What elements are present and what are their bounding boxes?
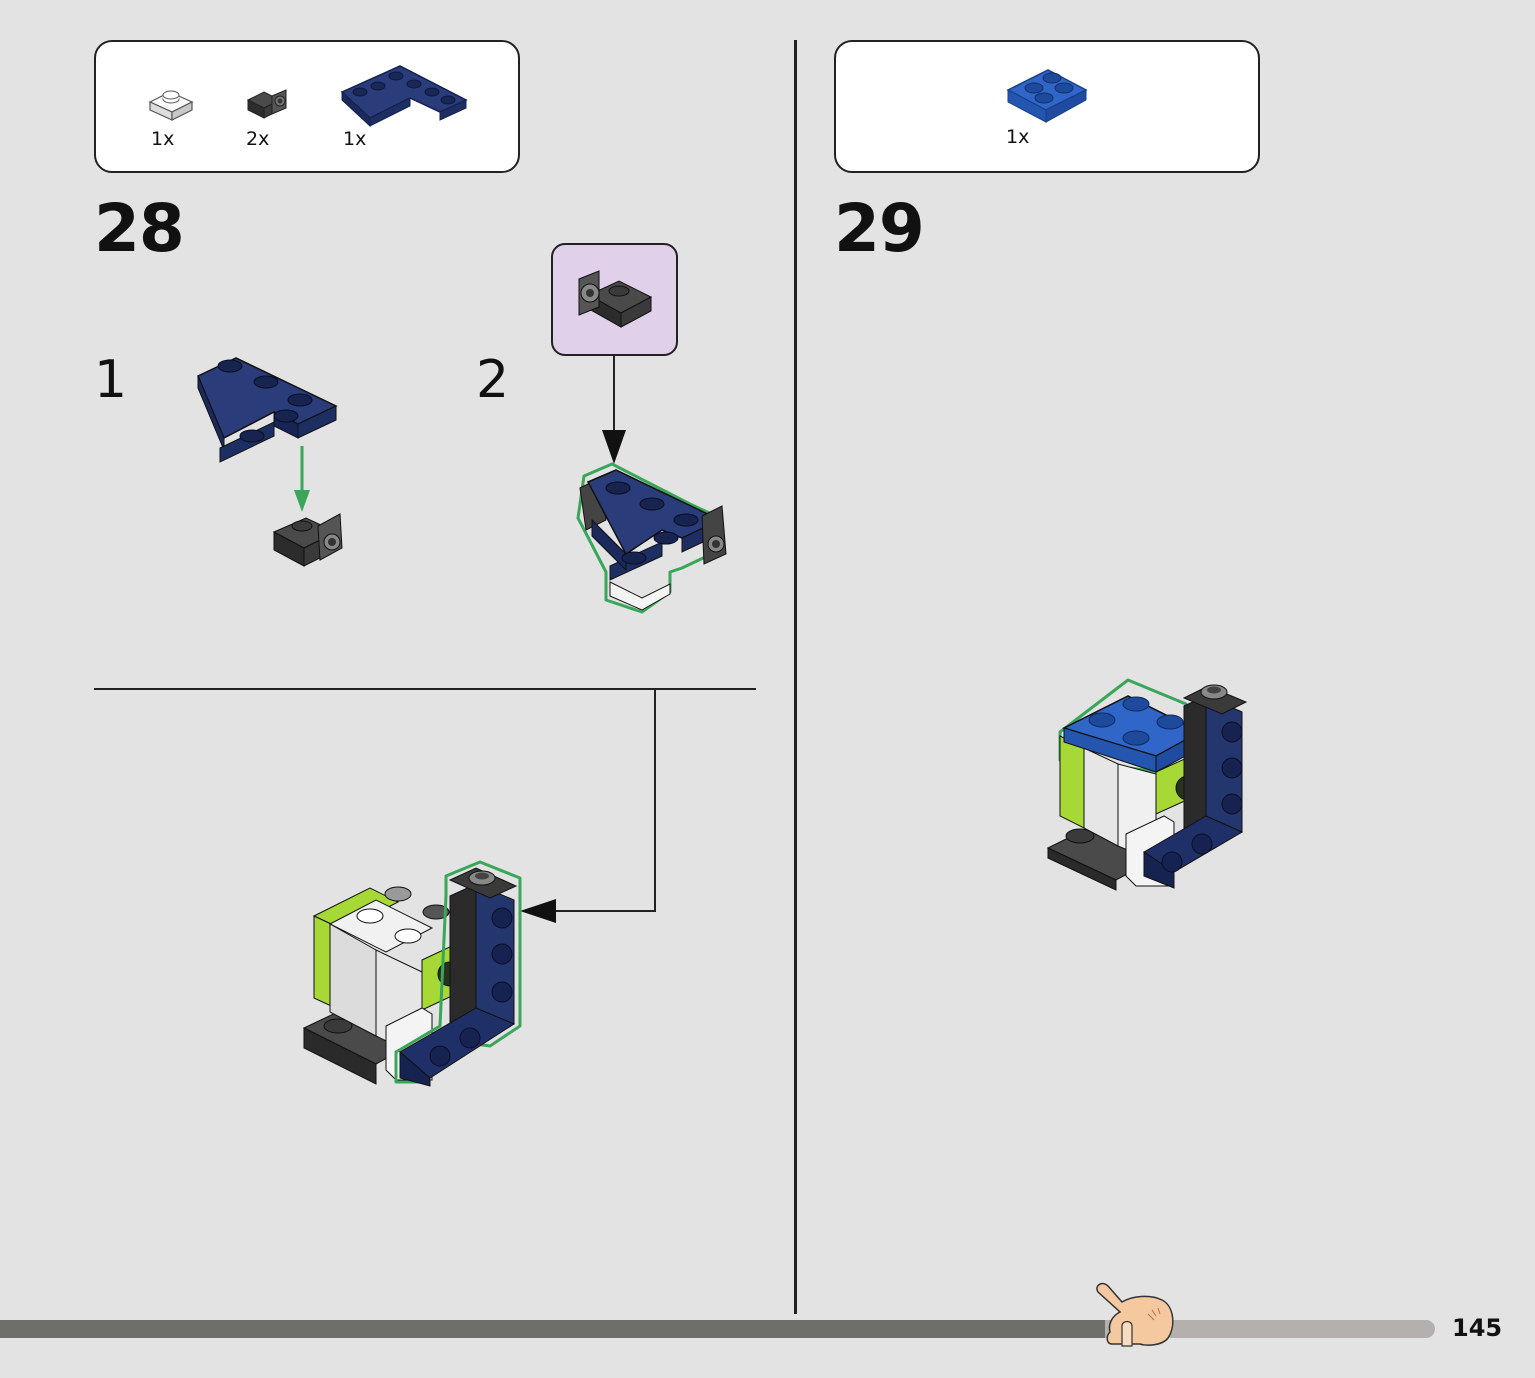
- pointing-hand-icon: [1096, 1282, 1174, 1347]
- part-qty: 1x: [343, 128, 367, 150]
- part-qty: 1x: [1006, 126, 1030, 148]
- black-bracket-icon: [578, 270, 653, 328]
- step-number: 29: [834, 190, 925, 267]
- substep-number: 1: [94, 350, 128, 410]
- arrow-left-icon: [520, 899, 556, 923]
- blue-plate-2x2-icon: [1006, 69, 1088, 123]
- parts-list-step-29: 1x: [834, 40, 1260, 173]
- substep-2-illustration: [576, 462, 727, 614]
- part-qty: 1x: [151, 128, 175, 150]
- progress-bar-fill: [0, 1320, 1105, 1338]
- black-bracket-icon: [246, 89, 287, 119]
- page-column-divider: [794, 40, 797, 1314]
- substep-divider: [94, 688, 756, 690]
- callout-box: [551, 243, 678, 356]
- parts-list-step-28: 1x 2x 1x: [94, 40, 520, 173]
- step-28-result-model: [302, 860, 522, 1087]
- callout-arrow-line: [613, 356, 615, 436]
- part-qty: 2x: [246, 128, 270, 150]
- callout-arrow-line: [654, 690, 656, 912]
- white-round-plate-icon: [148, 90, 194, 121]
- substep-number: 2: [476, 350, 510, 410]
- step-29-result-model: [1046, 678, 1248, 891]
- substep-1-illustration: [197, 357, 343, 567]
- arrow-down-icon: [602, 430, 626, 464]
- step-number: 28: [94, 190, 185, 267]
- page-number: 145: [1452, 1314, 1503, 1342]
- darkblue-corner-plate-icon: [340, 65, 468, 128]
- callout-arrow-line: [550, 910, 656, 912]
